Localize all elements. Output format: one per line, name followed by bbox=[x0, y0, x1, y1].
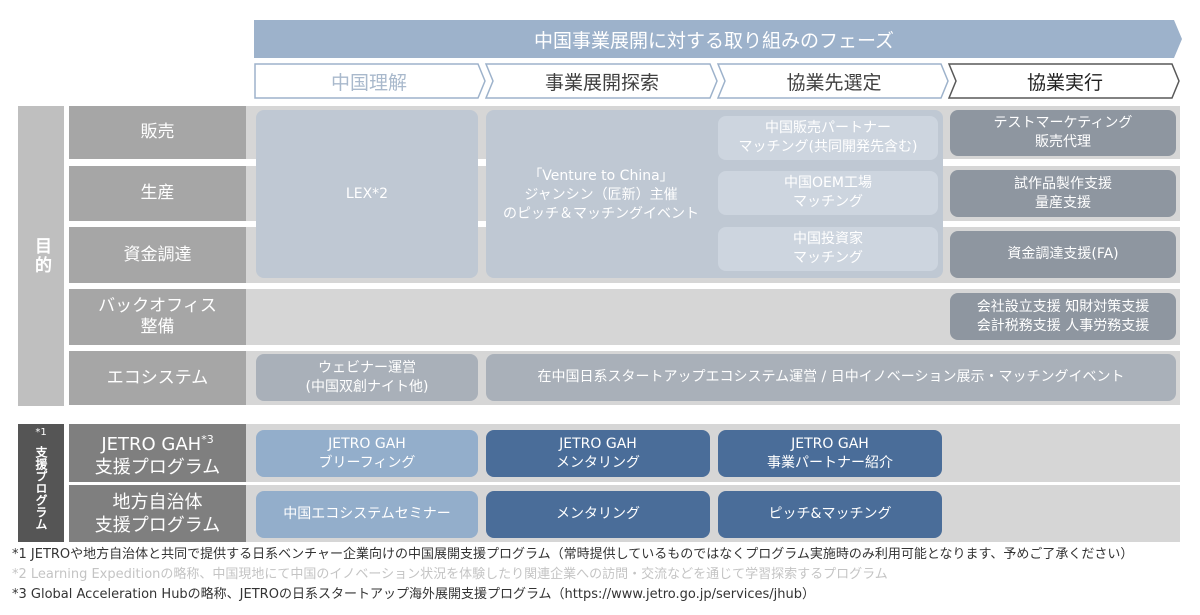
venture-to-china-text: 「Venture to China」 ジャンシン（匠新）主催 のピッチ＆マッチン… bbox=[503, 167, 699, 222]
header-arrow-bar bbox=[254, 20, 1182, 58]
row-label-gah: JETRO GAH*3 支援プログラム bbox=[69, 424, 246, 482]
purpose-label: 目的 bbox=[18, 106, 64, 406]
gah-mentoring-box: JETRO GAH メンタリング bbox=[486, 430, 710, 477]
row-label-gah-name: JETRO GAH bbox=[101, 433, 202, 455]
phase-understanding: 中国理解 bbox=[330, 71, 407, 94]
phase-chevron-3 bbox=[716, 63, 949, 99]
prototype-support-box: 試作品製作支援 量産支援 bbox=[950, 170, 1176, 217]
footnote-2: *2 Learning Expeditionの略称、中国現地にて中国のイノベーシ… bbox=[12, 567, 888, 582]
phase-chevron-1 bbox=[254, 63, 486, 99]
gah-briefing-box: JETRO GAH ブリーフィング bbox=[256, 430, 478, 477]
row-label-sales: 販売 bbox=[69, 106, 246, 159]
row-label-ecosystem: エコシステム bbox=[69, 351, 246, 405]
row-label-gah-sup: *3 bbox=[201, 432, 214, 446]
phase-exploration: 事業展開探索 bbox=[544, 71, 659, 94]
footnote-1: *1 JETROや地方自治体と共同で提供する日系ベンチャー企業向けの中国展開支援… bbox=[12, 547, 1134, 562]
backoffice-support-box: 会社設立支援 知財対策支援 会計税務支援 人事労務支援 bbox=[950, 293, 1176, 340]
row-label-backoffice: バックオフィス 整備 bbox=[69, 289, 246, 345]
support-program-label: *1 支援プログラム bbox=[18, 424, 64, 542]
support-note-marker: *1 bbox=[35, 427, 47, 438]
phase-execution: 協業実行 bbox=[1026, 71, 1103, 94]
ecosystem-operations-box: 在中国日系スタートアップエコシステム運営 / 日中イノベーション展示・マッチング… bbox=[486, 354, 1176, 401]
phase-partner-selection: 協業先選定 bbox=[786, 71, 882, 94]
support-program-text: 支援プログラム bbox=[34, 446, 48, 530]
row-label-production: 生産 bbox=[69, 166, 246, 221]
phase-header-graphic bbox=[254, 20, 1182, 99]
sales-partner-matching-box: 中国販売パートナー マッチング(共同開発先含む) bbox=[718, 116, 938, 160]
footnote-3: *3 Global Acceleration Hubの略称、JETROの日系スタ… bbox=[12, 587, 816, 602]
row-label-gah-line2: 支援プログラム bbox=[94, 456, 221, 478]
row-label-funding: 資金調達 bbox=[69, 227, 246, 283]
gah-partner-intro-box: JETRO GAH 事業パートナー紹介 bbox=[718, 430, 942, 477]
header-title: 中国事業展開に対する取り組みのフェーズ bbox=[533, 29, 895, 52]
lex-box: LEX*2 bbox=[256, 110, 478, 278]
webinar-box: ウェビナー運営 (中国双創ナイト他) bbox=[256, 354, 478, 401]
investor-matching-box: 中国投資家 マッチング bbox=[718, 227, 938, 271]
local-pitch-box: ピッチ&マッチング bbox=[718, 491, 942, 538]
fa-support-box: 資金調達支援(FA) bbox=[950, 231, 1176, 278]
phase-chevron-4 bbox=[947, 63, 1180, 99]
local-mentoring-box: メンタリング bbox=[486, 491, 710, 538]
oem-matching-box: 中国OEM工場 マッチング bbox=[718, 171, 938, 215]
test-marketing-box: テストマーケティング 販売代理 bbox=[950, 110, 1176, 156]
local-seminar-box: 中国エコシステムセミナー bbox=[256, 491, 478, 538]
phase-chevron-2 bbox=[484, 63, 718, 99]
row-label-local: 地方自治体 支援プログラム bbox=[69, 485, 246, 542]
